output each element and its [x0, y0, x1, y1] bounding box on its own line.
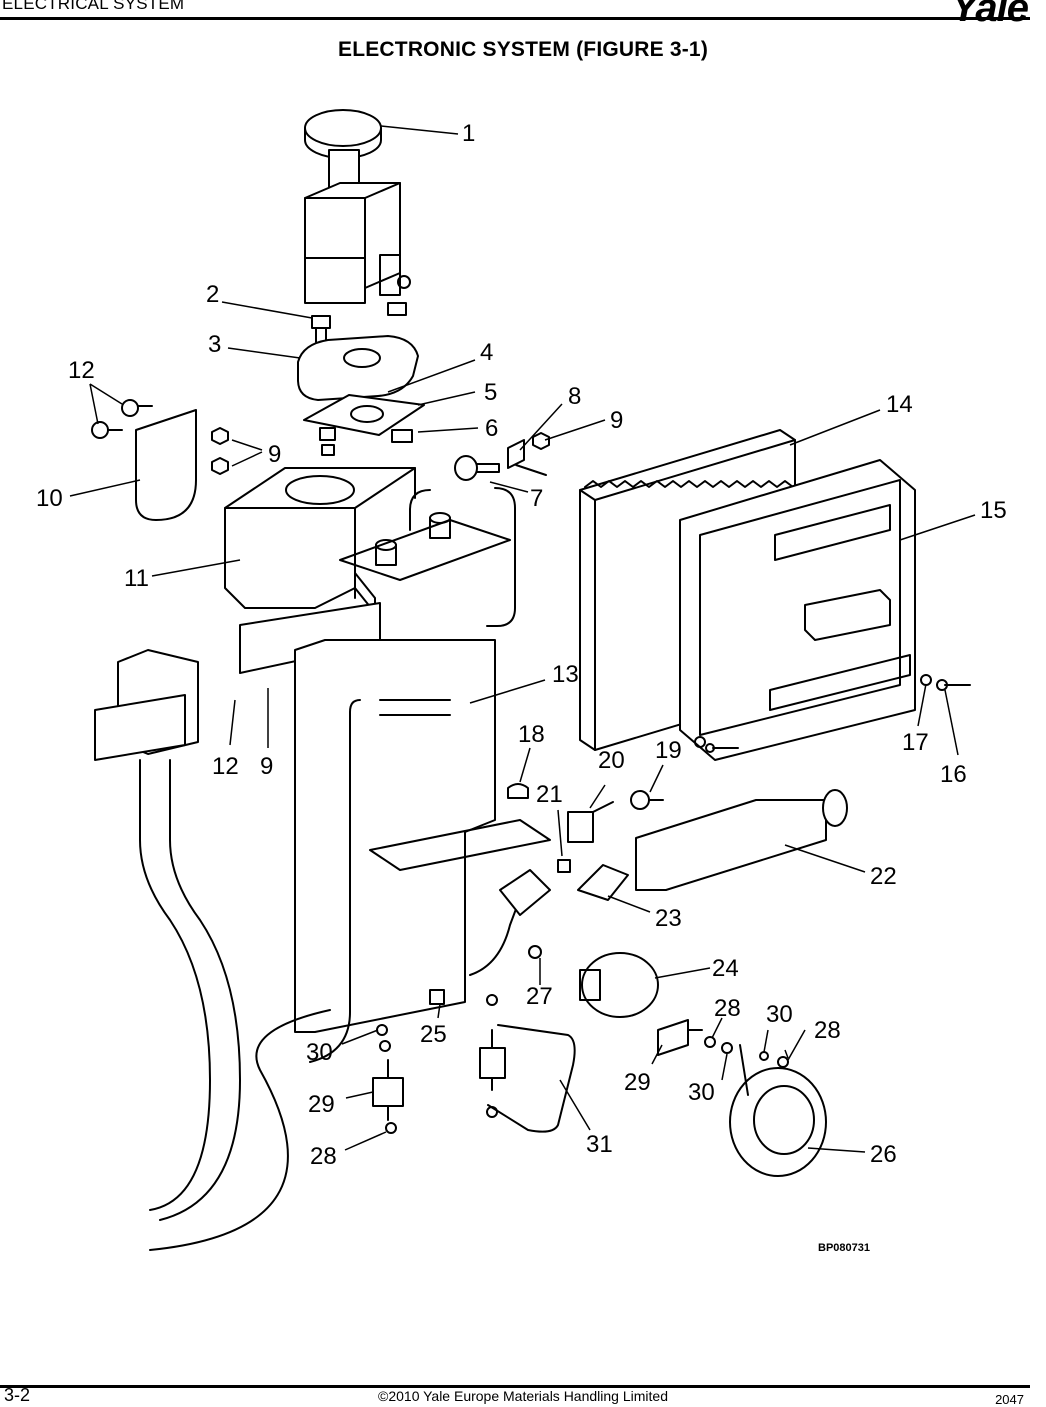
- callout-10: 10: [36, 485, 63, 512]
- callout-28-b: 28: [814, 1017, 841, 1044]
- callout-27: 27: [526, 983, 553, 1010]
- callout-30-c: 30: [766, 1001, 793, 1028]
- callout-9-b: 9: [268, 441, 281, 468]
- callout-28-c: 28: [310, 1143, 337, 1170]
- callout-labels: 1 2 3 4 5 6 7 8 9 9 9 10 11 12 12 13 14 …: [36, 120, 1007, 1170]
- callout-2: 2: [206, 281, 219, 308]
- callout-19: 19: [655, 737, 682, 764]
- callout-29-a: 29: [308, 1091, 335, 1118]
- callout-25: 25: [420, 1021, 447, 1048]
- callout-23: 23: [655, 905, 682, 932]
- callout-1: 1: [462, 120, 475, 147]
- callout-30-b: 30: [688, 1079, 715, 1106]
- footer-rule: [0, 1385, 1030, 1388]
- header-rule: [0, 17, 1030, 20]
- section-name: ELECTRICAL SYSTEM: [2, 0, 185, 13]
- emergency-switch: [304, 109, 411, 304]
- callout-22: 22: [870, 863, 897, 890]
- page-header: ELECTRICAL SYSTEM Yale: [0, 0, 1046, 30]
- callout-17: 17: [902, 729, 929, 756]
- callout-9-a: 9: [610, 407, 623, 434]
- callout-21: 21: [536, 781, 563, 808]
- leader-lines: [69, 125, 976, 1153]
- copyright-notice: ©2010 Yale Europe Materials Handling Lim…: [378, 1388, 668, 1404]
- callout-31: 31: [586, 1131, 613, 1158]
- callout-12-a: 12: [68, 357, 95, 384]
- callout-12-b: 12: [212, 753, 239, 780]
- brand-logo: Yale: [951, 0, 1029, 30]
- callout-16: 16: [940, 761, 967, 788]
- callout-4: 4: [480, 339, 493, 366]
- figure-code: BP080731: [818, 1242, 870, 1254]
- callout-30-a: 30: [306, 1039, 333, 1066]
- callout-9-c: 9: [260, 753, 273, 780]
- callout-13: 13: [552, 661, 579, 688]
- callout-7: 7: [530, 485, 543, 512]
- callout-5: 5: [484, 379, 497, 406]
- callout-3: 3: [208, 331, 221, 358]
- callout-8: 8: [568, 383, 581, 410]
- callout-15: 15: [980, 497, 1007, 524]
- callout-29-b: 29: [624, 1069, 651, 1096]
- figure-title: ELECTRONIC SYSTEM (FIGURE 3-1): [337, 38, 709, 61]
- screws: [311, 315, 331, 343]
- callout-26: 26: [870, 1141, 897, 1168]
- callout-14: 14: [886, 391, 913, 418]
- callout-28-a: 28: [714, 995, 741, 1022]
- callout-11: 11: [124, 565, 149, 592]
- callout-24: 24: [712, 955, 739, 982]
- callout-6: 6: [485, 415, 498, 442]
- mounting-bracket: [224, 467, 516, 674]
- callout-20: 20: [598, 747, 625, 774]
- callout-18: 18: [518, 721, 545, 748]
